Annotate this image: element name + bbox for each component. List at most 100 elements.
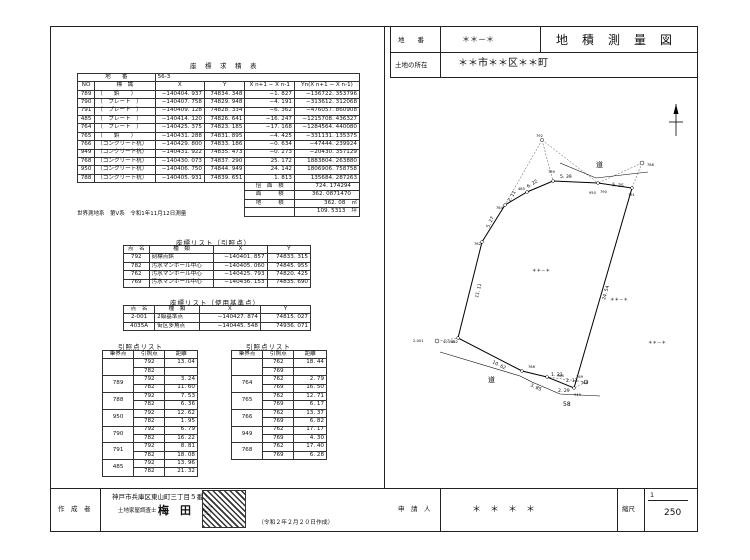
table-cell: −1. 827 [244, 89, 295, 100]
ref-table-title: 座標リスト（引照点） [176, 239, 251, 247]
table-cell: 950 [76, 165, 96, 175]
distance: 21. 32 [164, 467, 198, 477]
reference-point: 762 [262, 408, 295, 419]
table-cell: −16. 247 [244, 114, 295, 125]
distance: 6. 36 [164, 400, 198, 410]
tie-table-header: 筆界点引照点距離 [230, 349, 327, 360]
column-header: 距離 [164, 349, 198, 360]
lot-row-value: 56-3 [154, 72, 361, 83]
table-cell: 791 [76, 106, 96, 116]
column-header: 点 名 [122, 304, 156, 315]
table-cell: −47444. 239924 [293, 140, 361, 150]
distance: 13. 96 [164, 459, 198, 469]
summary-number: 724. 174294 [315, 182, 351, 189]
summary-spacer [78, 199, 245, 207]
boundary-point: 768 [230, 442, 264, 461]
table-cell: −140407. 758 [154, 98, 206, 108]
point-label: 790 [600, 190, 608, 194]
reference-point: 762 [262, 358, 295, 368]
table-cell: −140431. 922 [154, 148, 206, 158]
neighbor-label: ＊＊－＊ [610, 298, 628, 303]
column-header: 筆界点 [230, 349, 264, 360]
lot-row-label: 地 番 [77, 72, 156, 83]
column-header: X [213, 244, 268, 255]
point-label: 791 [628, 193, 635, 197]
table-cell: 789 [76, 89, 96, 100]
column-header: Yn(X n+1 − X n-1) [293, 81, 361, 91]
table-cell: 74833. 186 [203, 140, 246, 150]
table-cell: −17. 168 [244, 123, 295, 133]
column-header: Y [266, 244, 312, 255]
point-label: 4035A [443, 340, 455, 344]
boundary-point: 766 [230, 408, 264, 427]
table-cell: （ プレート ） [94, 114, 156, 125]
table-cell: （コンクリート杭） [94, 173, 156, 184]
table-cell: 74835. 473 [203, 148, 246, 158]
boundary-point: 789 [101, 375, 135, 393]
table-cell: −140409. 128 [154, 106, 206, 116]
point-label: 782 [451, 340, 458, 344]
author-label: 作 成 者 [58, 505, 91, 513]
table-cell: 764 [76, 123, 96, 133]
table-cell: −4. 425 [244, 131, 295, 142]
table-cell: −6. 362 [244, 106, 295, 116]
reference-point: 782 [133, 366, 166, 377]
scale-numerator: 1 [650, 491, 655, 499]
coord-footnote: 世界測地系 第Ⅴ系 令和1年11月12日測量 [77, 211, 187, 217]
road-label-south: 道 [488, 375, 495, 384]
location-value: ＊＊市＊＊区＊＊町 [458, 58, 548, 69]
boundary-point: 765 [230, 391, 264, 410]
table-cell: 74815. 027 [259, 313, 312, 323]
edge-length-label: 2. 11 [507, 190, 518, 203]
distance: 8. 81 [164, 442, 198, 452]
column-header: 点 名 [123, 244, 150, 255]
edge-length-label: 11. 11 [474, 283, 483, 299]
distance: 3. 24 [164, 375, 198, 385]
parcel-boundary [457, 180, 633, 389]
table-cell: 790 [76, 98, 96, 108]
edge-length-label: 24. 54 [601, 285, 611, 301]
table-cell: （ 鋲 ） [94, 131, 156, 142]
distance: 16. 22 [164, 433, 198, 444]
table-cell: −140401. 857 [213, 253, 268, 263]
reference-point: 792 [133, 375, 166, 385]
reference-point: 792 [133, 459, 166, 469]
table-cell: −140431. 288 [154, 131, 206, 142]
coord-table-title: 座 標 求 積 表 [190, 62, 258, 70]
author-name: 梅 田 啓 [158, 504, 213, 517]
footer-divider [50, 488, 698, 489]
reference-point: 792 [133, 358, 166, 368]
tie-right-title: 引照点リスト [246, 343, 291, 351]
table-cell: 74835. 690 [266, 278, 312, 288]
table-cell: 汚水マンホール中心 [148, 270, 215, 280]
table-cell: 74831. 895 [203, 131, 246, 142]
table-cell: −140425. 375 [154, 123, 206, 133]
road-label-north: 道 [596, 160, 603, 169]
scale-denominator: 250 [664, 508, 682, 518]
author-address: 神戸市兵庫区東山町三丁目５番１ [112, 493, 210, 501]
table-cell: 769 [123, 278, 150, 288]
seal-stamp [202, 490, 246, 528]
reference-point: 769 [262, 400, 295, 410]
reference-point: 762 [262, 442, 295, 452]
table-cell: 74829. 948 [203, 98, 246, 108]
boundary-point: 790 [101, 425, 135, 444]
column-header: 距離 [293, 349, 327, 360]
summary-number: 109. 5313 [316, 208, 346, 215]
table-cell: 2-001 [122, 313, 156, 323]
reference-point: 762 [262, 391, 295, 402]
